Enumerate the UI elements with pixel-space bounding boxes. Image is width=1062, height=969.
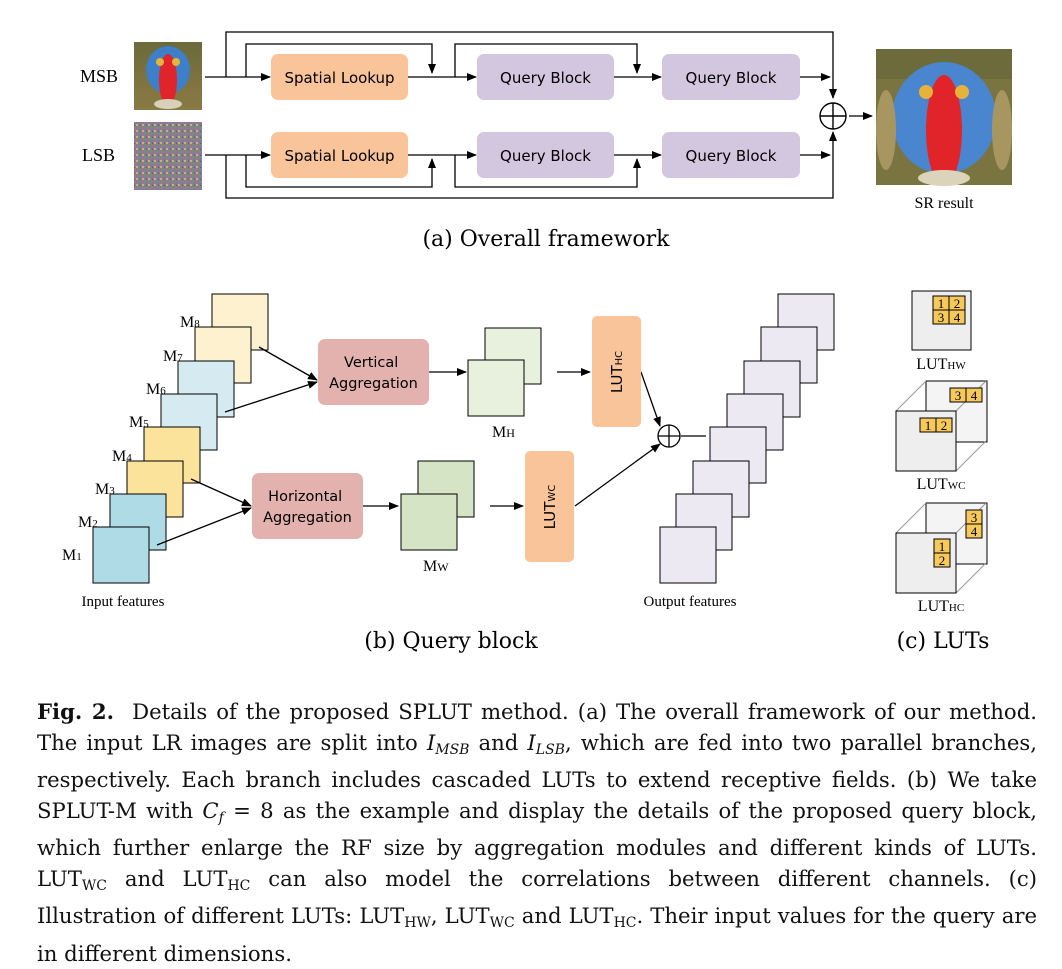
- spatial-lookup-lsb: [271, 132, 408, 178]
- output-features-label: Output features: [644, 594, 737, 610]
- mw-label: MW: [423, 558, 449, 575]
- m8-label: M8: [180, 314, 200, 331]
- panel-a: MSB LSB: [80, 31, 1012, 252]
- aggregation-arrows: [156, 346, 706, 546]
- m2-label: M2: [78, 514, 98, 531]
- svg-text:2: 2: [941, 418, 948, 433]
- query-block-lsb-1-label: Query Block: [500, 147, 591, 165]
- caption-text-3: , which are fed into two parallel branch…: [37, 729, 1037, 823]
- sub-wc-1: WC: [81, 877, 108, 894]
- sub-hc-1: HC: [227, 877, 251, 894]
- feature-labels: M8 M7 M6 M5 M4 M3 M2 M1: [62, 314, 200, 564]
- sub-hc-2: HC: [613, 915, 637, 931]
- lut-hw-label: LUTHW: [916, 356, 966, 373]
- lut-wc-box: [525, 451, 574, 562]
- svg-text:1: 1: [925, 418, 932, 433]
- m5-label: M5: [129, 414, 149, 431]
- panel-c: 1 2 3 4 LUTHW 3 4 1 2 LUTWC: [895, 290, 990, 654]
- vertical-aggregation-box: [318, 339, 429, 405]
- lut-hc-label: LUTHC: [608, 351, 626, 393]
- cf: Cf: [202, 797, 224, 826]
- caption-text-1: Details of the proposed SPLUT method. (a…: [37, 699, 1037, 755]
- sum-icon-b: [657, 424, 681, 448]
- query-block-msb-2-label: Query Block: [686, 69, 777, 87]
- m4-label: M4: [112, 448, 132, 465]
- mw-front-square: [400, 493, 458, 551]
- svg-text:3: 3: [955, 388, 962, 403]
- m7-label: M7: [163, 348, 183, 365]
- feature-m1: [92, 526, 150, 584]
- msb-label: MSB: [80, 66, 118, 86]
- caption-text-7: , LUT: [430, 903, 490, 928]
- sr-result-image: [876, 49, 1012, 186]
- lsb-label: LSB: [82, 145, 115, 165]
- lut-wc-c-label: LUTWC: [917, 476, 966, 493]
- caption-text-4: = 8 as the example and display the detai…: [37, 797, 1037, 891]
- spatial-lookup-msb: [271, 54, 408, 100]
- lut-hw-cells: 1 2 3 4: [932, 295, 966, 325]
- sum-icon: [819, 102, 847, 130]
- svg-text:2: 2: [954, 296, 961, 311]
- spatial-lookup-lsb-label: Spatial Lookup: [284, 147, 394, 165]
- svg-text:3: 3: [938, 310, 945, 325]
- sub-hw: HW: [404, 915, 431, 931]
- query-block-msb-1: [477, 54, 614, 100]
- sub-wc-2: WC: [489, 915, 515, 931]
- m6-label: M6: [146, 381, 166, 398]
- horizontal-aggregation-box: [252, 473, 363, 539]
- m1-label: M1: [62, 547, 82, 564]
- mh-front-square: [467, 359, 525, 417]
- panel-b: M8 M7 M6 M5 M4 M3 M2 M1 Input features: [62, 293, 835, 654]
- lut-wc-label: LUTWC: [541, 485, 559, 530]
- caption-text-2: and: [469, 729, 528, 755]
- figure-canvas: MSB LSB: [62, 31, 1012, 654]
- caption-text-5: and LUT: [107, 865, 228, 891]
- caption-text-6: can also model the correlations between …: [37, 865, 1037, 929]
- caption-text-8: and LUT: [514, 903, 614, 928]
- query-block-lsb-2: [662, 132, 800, 178]
- m3-label: M3: [95, 481, 115, 498]
- svg-text:4: 4: [971, 524, 978, 539]
- msb-image: [134, 42, 202, 110]
- query-block-msb-1-label: Query Block: [500, 69, 591, 87]
- panel-b-caption: (b) Query block: [364, 629, 538, 654]
- lut-hc-c-label: LUTHC: [918, 598, 964, 615]
- lut-wc-cube: [895, 380, 988, 472]
- vertical-aggregation-label: Vertical Aggregation: [329, 355, 418, 392]
- svg-text:3: 3: [971, 510, 978, 525]
- lut-hc-box: [592, 316, 641, 427]
- svg-text:4: 4: [954, 310, 961, 325]
- i-lsb: ILSB: [527, 729, 565, 758]
- query-block-msb-2: [662, 54, 800, 100]
- figure-caption: Fig. 2. Details of the proposed SPLUT me…: [37, 697, 1037, 969]
- lut-wc-cells: 3 4 1 2: [919, 387, 983, 433]
- panel-a-caption: (a) Overall framework: [422, 227, 670, 252]
- svg-text:1: 1: [939, 539, 946, 554]
- input-features-label: Input features: [82, 594, 165, 610]
- svg-text:4: 4: [971, 388, 978, 403]
- svg-text:1: 1: [938, 296, 945, 311]
- lsb-noise-image: [134, 122, 202, 190]
- fig-label: Fig. 2.: [37, 699, 115, 724]
- query-block-lsb-1: [477, 132, 614, 178]
- lut-hc-cells: 3 4 1 2: [933, 509, 983, 568]
- query-block-lsb-2-label: Query Block: [686, 147, 777, 165]
- sr-result-label: SR result: [914, 195, 974, 212]
- msb-branch: [205, 31, 837, 99]
- lsb-branch: [205, 112, 873, 199]
- output-features-stack: [659, 293, 835, 584]
- mh-label: MH: [492, 424, 515, 441]
- i-msb: IMSB: [426, 729, 470, 758]
- spatial-lookup-msb-label: Spatial Lookup: [284, 69, 394, 87]
- panel-c-caption: (c) LUTs: [897, 629, 990, 654]
- horizontal-aggregation-label: Horizontal Aggregation: [263, 489, 352, 526]
- svg-text:2: 2: [939, 553, 946, 568]
